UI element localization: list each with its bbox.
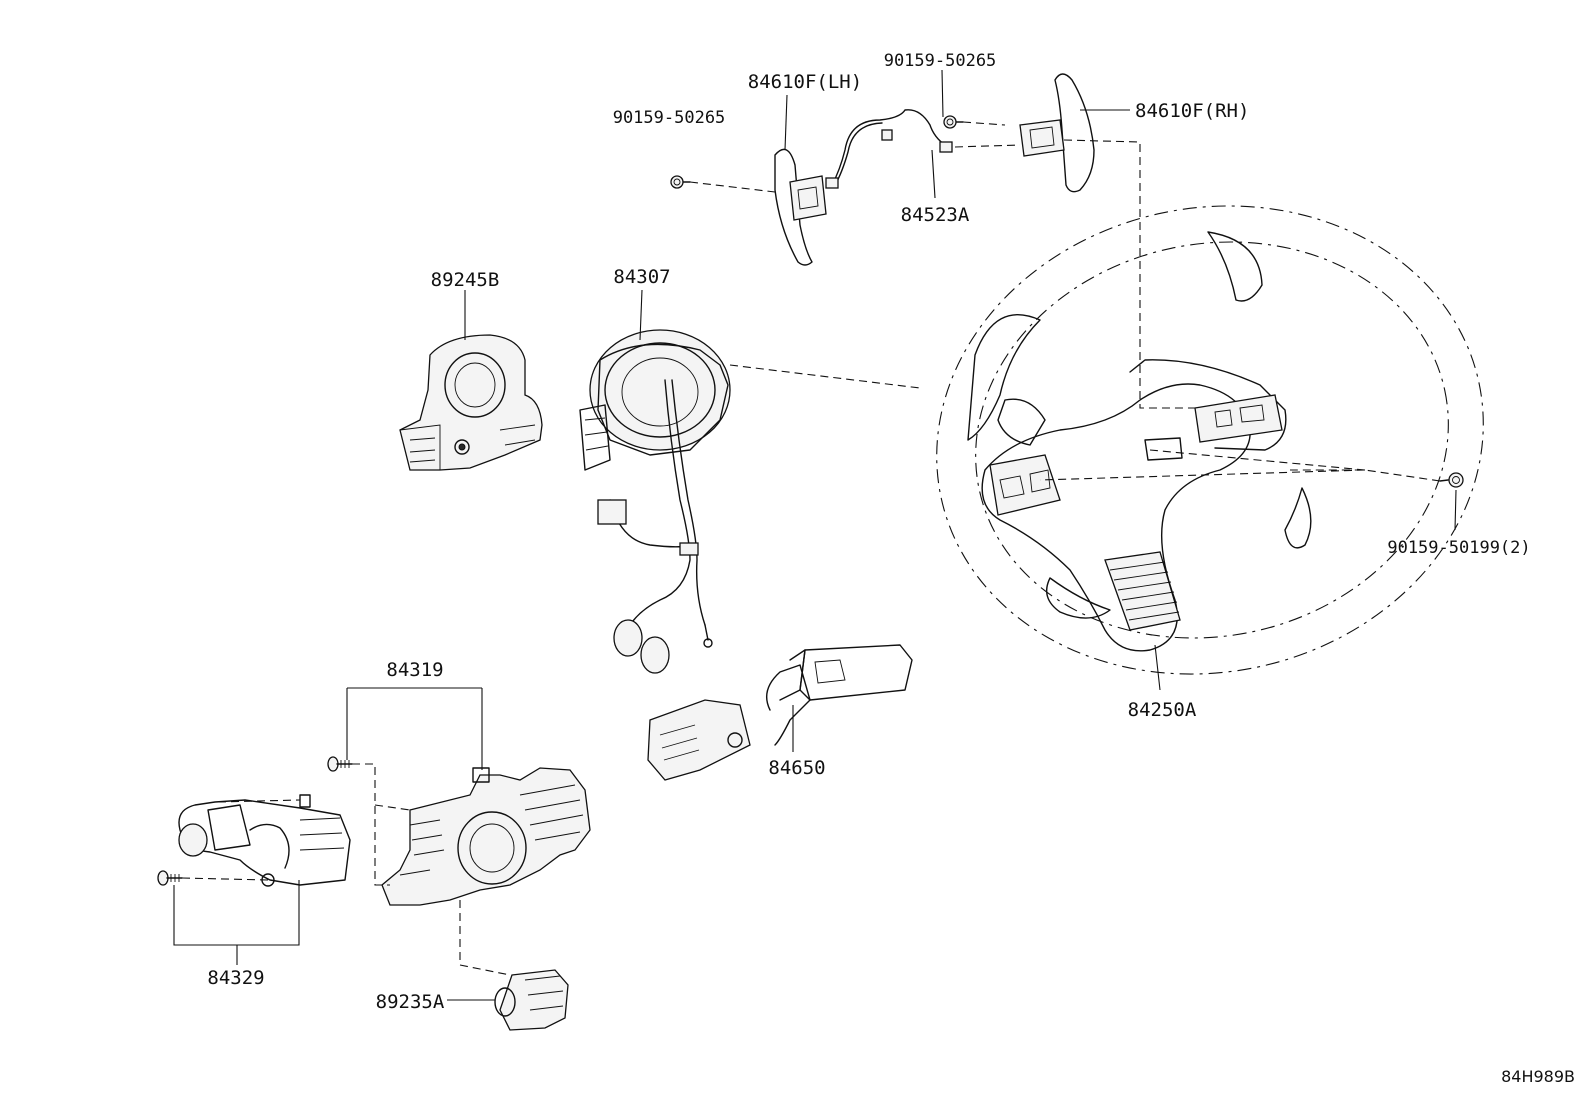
turn-switch-screw[interactable] [157, 870, 183, 886]
steering-angle-sensor[interactable] [399, 334, 543, 471]
paddle-switch-rh[interactable] [1019, 73, 1095, 193]
label-spiral-cable: 84307 [613, 266, 670, 288]
label-bolt-top-left: 90159-50265 [613, 108, 726, 128]
label-small-switch: 89235A [376, 991, 445, 1013]
bolt-top-center[interactable] [943, 115, 964, 129]
wiper-switch[interactable] [647, 644, 913, 781]
steering-wheel[interactable] [893, 156, 1527, 724]
label-turn-switch: 84329 [207, 967, 264, 989]
label-sensor: 89245B [431, 269, 500, 291]
small-switch[interactable] [494, 969, 569, 1031]
figure-reference: 84H989B [1501, 1067, 1575, 1086]
label-harness: 84523A [901, 204, 970, 226]
bolt-top-left[interactable] [670, 175, 691, 189]
bolt-right[interactable] [1439, 472, 1464, 488]
label-switch-body: 84319 [386, 659, 443, 681]
paddle-harness[interactable] [825, 109, 953, 189]
label-paddle-rh: 84610F(RH) [1135, 100, 1249, 122]
switch-body-screw[interactable] [327, 756, 353, 772]
combination-switch-body[interactable] [381, 767, 591, 906]
label-bolt-right: 90159-50199(2) [1387, 538, 1530, 558]
paddle-switch-lh[interactable] [774, 148, 827, 266]
assembly-lines [181, 121, 1441, 976]
turn-signal-switch[interactable] [178, 794, 351, 887]
label-wiper-switch: 84650 [768, 757, 825, 779]
spiral-cable[interactable] [579, 329, 731, 674]
label-paddle-lh: 84610F(LH) [748, 71, 862, 93]
label-steering-wheel: 84250A [1128, 699, 1197, 721]
leader-lines [173, 69, 1457, 1001]
label-bolt-top-center: 90159-50265 [884, 51, 997, 71]
